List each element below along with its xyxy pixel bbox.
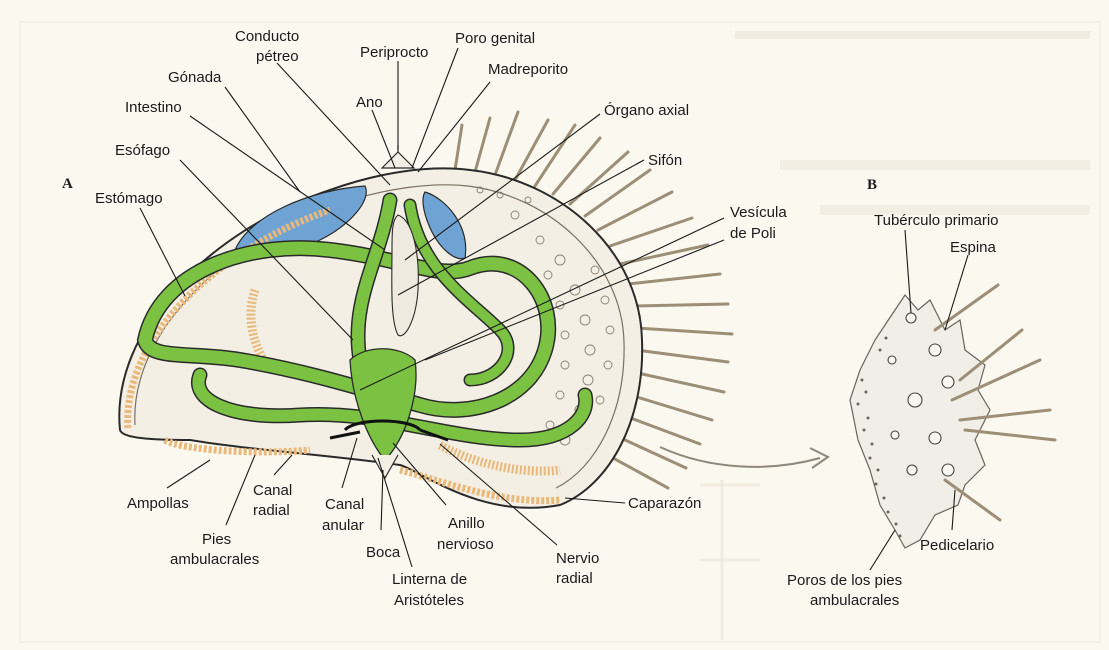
detail-arrow [660,447,820,467]
label-esofago: Esófago [115,142,170,159]
panel-letter-a: A [62,176,73,192]
label-conducto-petreo-1: Conducto [235,28,299,45]
label-nervio-radial-2: radial [556,570,593,587]
label-boca: Boca [366,544,401,561]
label-ampollas: Ampollas [127,495,189,512]
panel-letter-b: B [867,177,877,193]
label-anillo-nervioso-2: nervioso [437,536,494,553]
label-estomago: Estómago [95,190,163,207]
label-poro-genital: Poro genital [455,30,535,47]
label-vesicula-poli-1: Vesícula [730,204,787,221]
fragment-outline [850,295,990,548]
label-canal-radial-2: radial [253,502,290,519]
label-linterna-2: Aristóteles [394,592,464,609]
label-poros-pies-2: ambulacrales [810,592,899,609]
label-caparazon: Caparazón [628,495,701,512]
label-pies-ambulacrales-1: Pies [202,531,231,548]
label-sifon: Sifón [648,152,682,169]
label-canal-radial-1: Canal [253,482,292,499]
periproct [382,152,414,168]
label-pedicelario: Pedicelario [920,537,994,554]
label-conducto-petreo-2: pétreo [256,48,299,65]
label-gonada: Gónada [168,69,222,86]
label-canal-anular-1: Canal [325,496,364,513]
label-anillo-nervioso-1: Anillo [448,515,485,532]
label-madreporito: Madreporito [488,61,568,78]
label-canal-anular-2: anular [322,517,364,534]
label-nervio-radial-1: Nervio [556,550,599,567]
label-ano: Ano [356,94,383,111]
test-fragment [850,285,1055,548]
urchin-section [119,112,828,508]
label-periprocto: Periprocto [360,44,428,61]
label-vesicula-poli-2: de Poli [730,225,776,242]
label-linterna-1: Linterna de [392,571,467,588]
label-tuberculo-primario: Tubérculo primario [874,212,999,229]
mouth [372,455,398,478]
label-espina: Espina [950,239,997,256]
label-poros-pies-1: Poros de los pies [787,572,902,589]
label-intestino: Intestino [125,99,182,116]
label-organo-axial: Órgano axial [604,102,689,119]
label-pies-ambulacrales-2: ambulacrales [170,551,259,568]
